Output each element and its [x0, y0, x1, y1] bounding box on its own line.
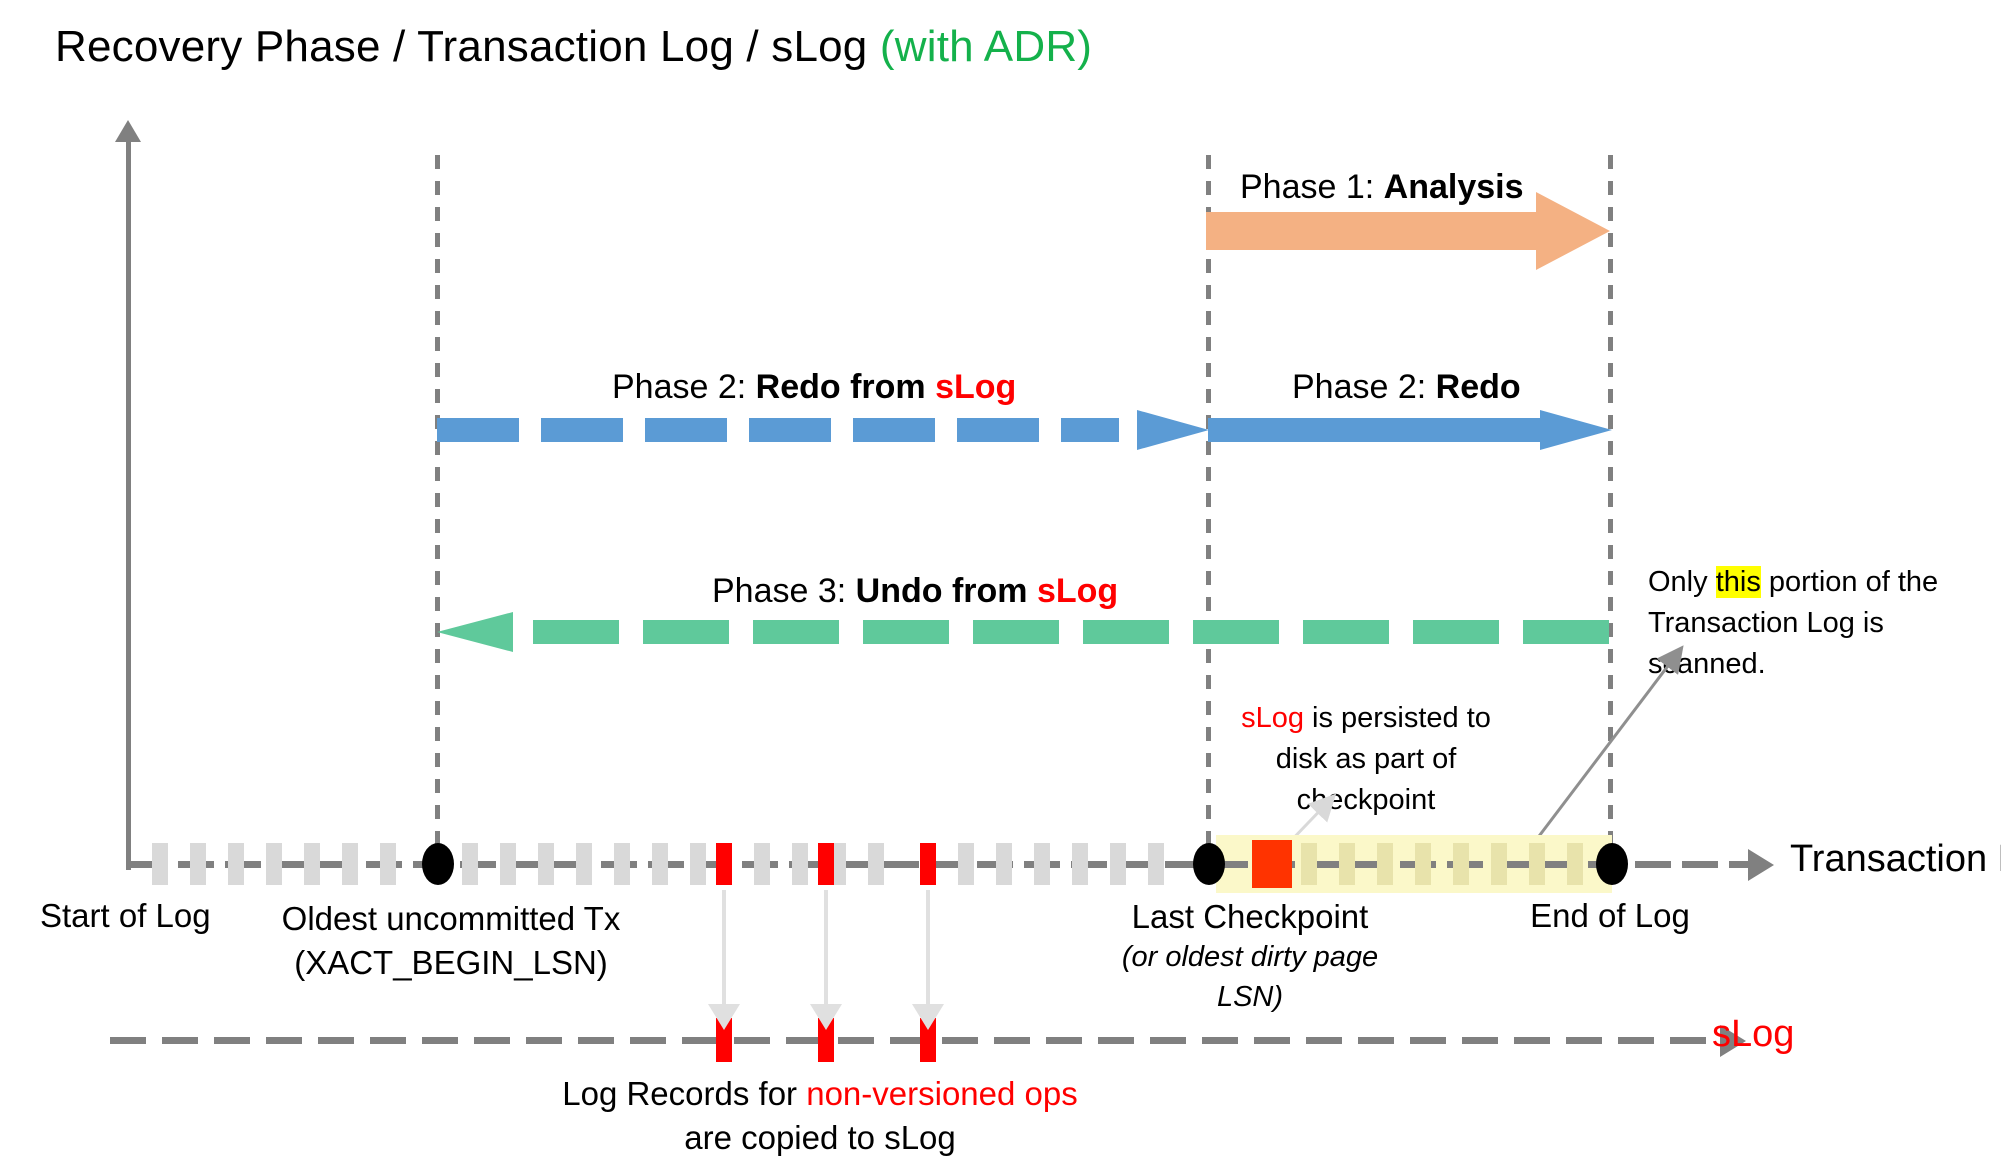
log-record-tick — [266, 843, 282, 885]
log-record-tick — [958, 843, 974, 885]
non-versioned-log-record-tick — [920, 843, 936, 885]
log-record-tick — [1415, 843, 1431, 885]
phase2b-prefix: Phase 2: — [1292, 368, 1436, 406]
slog-persisted-block — [1252, 840, 1292, 888]
non-versioned-log-record-tick — [716, 843, 732, 885]
guide-line-oldest-tx — [435, 155, 440, 875]
title-adr: (with ADR) — [879, 22, 1093, 71]
phase3-prefix: Phase 3: — [712, 572, 856, 610]
log-record-tick — [1339, 843, 1355, 885]
phase3-suffix-slog: sLog — [1036, 572, 1119, 610]
log-record-tick — [830, 843, 846, 885]
non-versioned-log-record-tick — [818, 843, 834, 885]
vertical-axis-line — [126, 128, 131, 870]
copy-connector-line — [926, 890, 930, 1010]
log-record-tick — [190, 843, 206, 885]
log-record-tick — [1491, 843, 1507, 885]
note-scan-pre: Only — [1648, 566, 1716, 598]
caption-slog-red: non-versioned ops — [806, 1075, 1078, 1112]
phase2a-name: Redo from — [755, 368, 936, 406]
copy-connector-line — [824, 890, 828, 1010]
log-record-tick — [1453, 843, 1469, 885]
log-record-tick — [868, 843, 884, 885]
caption-slog-post: are copied to sLog — [684, 1119, 956, 1156]
log-record-tick — [538, 843, 554, 885]
page-title: Recovery Phase / Transaction Log / sLog … — [55, 22, 1092, 72]
marker-last-checkpoint — [1193, 843, 1225, 885]
log-record-tick — [690, 843, 706, 885]
slog-line — [110, 1037, 1722, 1044]
note-scanned-portion: Only this portion of the Transaction Log… — [1648, 562, 1988, 685]
caption-oldest-line1: Oldest uncommitted Tx — [281, 900, 621, 937]
log-record-tick — [652, 843, 668, 885]
phase2a-suffix-slog: sLog — [935, 368, 1017, 406]
phase3-undo-from-slog-label: Phase 3: Undo from sLog — [712, 572, 1118, 611]
copy-connector-line — [722, 890, 726, 1010]
note-slog-keyword: sLog — [1241, 702, 1304, 734]
caption-last-checkpoint: Last Checkpoint (or oldest dirty page LS… — [1060, 897, 1440, 1017]
phase2a-prefix: Phase 2: — [612, 368, 756, 406]
caption-checkpoint-line1: Last Checkpoint — [1131, 898, 1369, 935]
log-record-tick — [1529, 843, 1545, 885]
log-record-tick — [754, 843, 770, 885]
guide-line-end-of-log — [1608, 155, 1613, 875]
log-record-tick — [304, 843, 320, 885]
log-record-tick — [152, 843, 168, 885]
log-record-tick — [576, 843, 592, 885]
log-record-tick — [380, 843, 396, 885]
log-record-tick — [462, 843, 478, 885]
log-record-tick — [1148, 843, 1164, 885]
caption-end-of-log: End of Log — [1530, 897, 1690, 934]
phase1-prefix: Phase 1: — [1240, 168, 1384, 206]
caption-start-of-log: Start of Log — [40, 897, 211, 934]
slog-arrowhead-icon — [1720, 1025, 1746, 1057]
log-record-tick — [1567, 843, 1583, 885]
phase3-undo-from-slog-arrow — [437, 612, 1609, 652]
note-scan-post: portion of the Transaction Log is scanne… — [1648, 566, 1939, 680]
log-record-tick — [342, 843, 358, 885]
slog-axis-label: sLog — [1712, 1013, 1795, 1055]
title-main: Recovery Phase / Transaction Log / sLog — [55, 22, 880, 71]
copy-connector-arrowhead-icon — [810, 1004, 842, 1030]
log-record-tick — [228, 843, 244, 885]
transaction-log-arrowhead-icon — [1748, 849, 1774, 881]
phase2-redo-from-slog-arrow — [437, 410, 1209, 450]
log-record-tick — [500, 843, 516, 885]
leader-arrow-to-highlight-band — [1522, 645, 1684, 857]
caption-checkpoint-line2: (or oldest dirty page — [1121, 941, 1379, 973]
phase1-analysis-arrow — [1206, 192, 1610, 270]
copy-connector-arrowhead-icon — [912, 1004, 944, 1030]
phase1-name: Analysis — [1383, 168, 1524, 206]
log-record-tick — [996, 843, 1012, 885]
phase2b-name: Redo — [1435, 368, 1521, 406]
caption-oldest-line2: (XACT_BEGIN_LSN) — [294, 944, 608, 981]
caption-slog-copy: Log Records for non-versioned ops are co… — [470, 1072, 1170, 1160]
vertical-axis-arrowhead-icon — [115, 120, 141, 142]
phase2-redo-label: Phase 2: Redo — [1292, 368, 1521, 407]
guide-line-last-checkpoint — [1206, 155, 1211, 875]
caption-oldest-uncommitted-tx: Oldest uncommitted Tx (XACT_BEGIN_LSN) — [256, 897, 646, 985]
phase2-redo-from-slog-label: Phase 2: Redo from sLog — [612, 368, 1016, 407]
log-record-tick — [792, 843, 808, 885]
marker-oldest-uncommitted-tx — [422, 843, 454, 885]
transaction-log-axis-label: Transaction Log — [1790, 838, 2001, 880]
caption-checkpoint-line3: LSN) — [1216, 981, 1284, 1013]
phase3-name: Undo from — [855, 572, 1037, 610]
transaction-log-line — [131, 861, 1751, 868]
log-record-tick — [1301, 843, 1317, 885]
log-record-tick — [614, 843, 630, 885]
copy-connector-arrowhead-icon — [708, 1004, 740, 1030]
log-record-tick — [1034, 843, 1050, 885]
log-record-tick — [1377, 843, 1393, 885]
log-record-tick — [1110, 843, 1126, 885]
note-scan-highlight: this — [1715, 566, 1761, 598]
marker-end-of-log — [1596, 843, 1628, 885]
log-record-tick — [1072, 843, 1088, 885]
caption-slog-pre: Log Records for — [562, 1075, 807, 1112]
phase2-redo-arrow — [1208, 410, 1612, 450]
phase1-analysis-label: Phase 1: Analysis — [1240, 168, 1524, 207]
